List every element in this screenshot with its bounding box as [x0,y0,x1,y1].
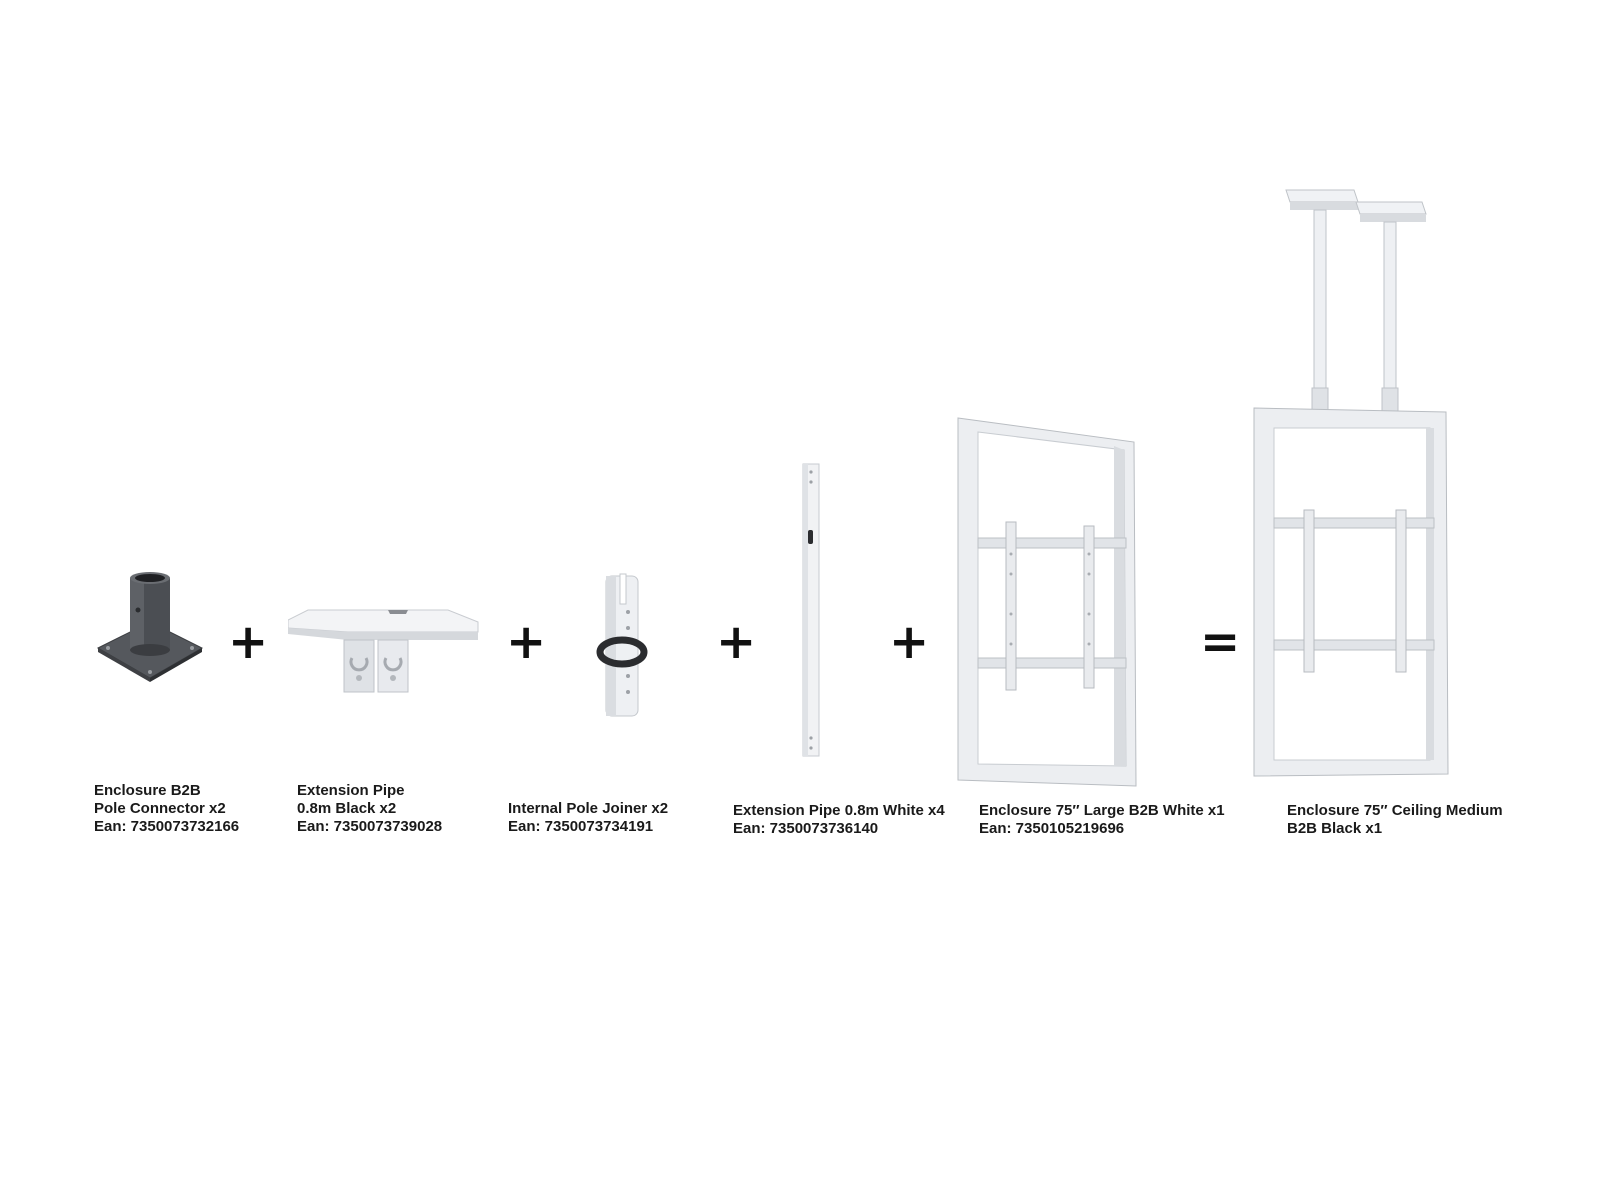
plus-sign: + [716,614,757,670]
plus-sign: + [228,614,269,670]
caption-enclosure-large: Enclosure 75″ Large B2B White x1 Ean: 73… [979,802,1225,838]
pole-connector-icon [96,572,204,682]
caption-internal-pole-joiner: Internal Pole Joiner x2 Ean: 73500737341… [508,800,668,836]
caption-line: Ean: 7350073734191 [508,818,654,835]
caption-extension-pipe-white: Extension Pipe 0.8m White x4 Ean: 735007… [733,802,945,838]
caption-line: Ean: 7350073739028 [297,818,443,835]
pole-joiner-icon [596,573,648,717]
caption-line: Ean: 7350073732166 [94,818,240,835]
caption-line: Pole Connector x2 [94,800,226,817]
equals-sign: = [1200,614,1241,670]
ceiling-enclosure-icon [1253,189,1449,777]
caption-line: Extension Pipe 0.8m White x4 [733,802,945,819]
caption-line: Enclosure 75″ Large B2B White x1 [979,802,1225,819]
caption-line: Ean: 7350105219696 [979,820,1125,837]
caption-extension-pipe-black: Extension Pipe 0.8m Black x2 Ean: 735007… [297,782,442,836]
caption-line: Ean: 7350073736140 [733,820,879,837]
caption-line: Internal Pole Joiner x2 [508,800,669,817]
enclosure-frame-icon [957,417,1137,787]
caption-enclosure-ceiling: Enclosure 75″ Ceiling Medium B2B Black x… [1287,802,1503,838]
caption-line: 0.8m Black x2 [297,800,397,817]
caption-line: Enclosure 75″ Ceiling Medium [1287,802,1503,819]
caption-line: Enclosure B2B [94,782,201,799]
caption-line: Extension Pipe [297,782,405,799]
extension-pipe-icon [802,463,820,757]
plus-sign: + [506,614,547,670]
plus-sign: + [889,614,930,670]
caption-line: B2B Black x1 [1287,820,1383,837]
ceiling-plate-icon [288,609,479,693]
caption-pole-connector: Enclosure B2B Pole Connector x2 Ean: 735… [94,782,239,836]
